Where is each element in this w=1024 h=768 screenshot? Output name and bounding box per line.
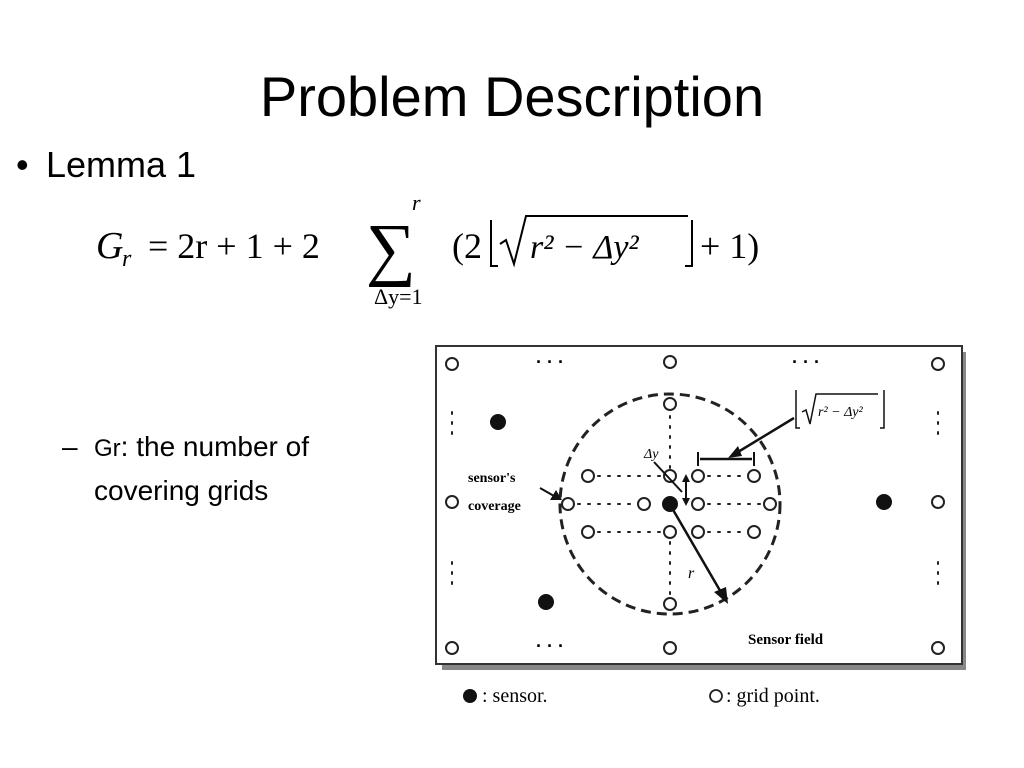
sum-symbol: ∑ [366, 211, 416, 288]
dots-bottom-left: · · · [536, 636, 564, 656]
term-close: + 1) [700, 226, 759, 266]
grid-point [663, 355, 677, 369]
grid-point [663, 469, 677, 483]
legend-grid-label: : grid point. [726, 685, 820, 707]
grid-point [931, 495, 945, 509]
grid-point [747, 469, 761, 483]
delta-y-arrow-up [682, 474, 690, 482]
lemma-label: Lemma 1 [46, 144, 197, 185]
grid-point [691, 497, 705, 511]
floor-left-bracket [490, 220, 498, 267]
lemma-bullet: • Lemma 1 [16, 142, 196, 188]
radicand: r² − Δy² [530, 229, 639, 266]
delta-y-label: Δy [643, 447, 659, 462]
grid-point [691, 469, 705, 483]
sum-upper-limit: r [412, 192, 421, 215]
dots-top-left: · · · [536, 352, 564, 372]
sensor [662, 496, 678, 512]
formula-lhs: G [96, 225, 123, 267]
grid-point [691, 525, 705, 539]
coverage-arrowhead [550, 490, 562, 500]
lemma-formula: G r = 2r + 1 + 2 r ∑ Δy=1 (2 r² − Δy² + … [96, 192, 759, 309]
grid-point [581, 469, 595, 483]
coverage-label-line2: coverage [468, 499, 521, 514]
grid-point [581, 525, 595, 539]
sensors [490, 414, 892, 610]
callout-floor-left [795, 390, 800, 429]
legend-sensor-icon [463, 689, 477, 703]
legend-sensor-label: : sensor. [482, 685, 548, 707]
sensor-field-label: Sensor field [748, 632, 824, 648]
grid-point [663, 525, 677, 539]
sensor [490, 414, 506, 430]
grid-point [445, 357, 459, 371]
callout-arrow [737, 416, 795, 454]
coverage-arrow [539, 487, 555, 497]
radius-label: r [688, 565, 695, 582]
grid-point [445, 641, 459, 655]
sensor [538, 594, 554, 610]
sensor-field-figure: r Δy r² − Δy² sensor's coverage · · · · … [435, 345, 966, 707]
grid-point [747, 525, 761, 539]
grid-point [763, 497, 777, 511]
grid-dotted-lines [451, 411, 939, 595]
sub-bullet-dash: – [62, 431, 78, 462]
gr-symbol: Gr [94, 435, 121, 462]
grid-points [445, 355, 945, 655]
radius-arrowhead [714, 587, 728, 604]
grid-point [445, 495, 459, 509]
legend-grid-icon [709, 689, 723, 703]
sum-lower-limit: Δy=1 [374, 284, 423, 309]
grid-point [663, 597, 677, 611]
sensor [876, 494, 892, 510]
grid-point [637, 497, 651, 511]
callout-arrowhead [728, 446, 742, 458]
coverage-circle [558, 392, 782, 616]
gr-definition: : the number of covering grids [94, 431, 310, 506]
page-title: Problem Description [259, 65, 765, 128]
callout-floor-right [880, 390, 885, 429]
delta-y-pointer [653, 461, 683, 493]
sqrt-sign [499, 215, 688, 268]
grid-point [561, 497, 575, 511]
term-open: (2 [452, 226, 482, 266]
sub-bullet-text: Gr: the number of covering grids [94, 426, 384, 512]
callout-radicand: r² − Δy² [818, 405, 864, 420]
grid-point [931, 641, 945, 655]
formula-lhs-subscript: r [122, 246, 132, 272]
bullet-marker: • [16, 144, 29, 185]
formula-rhs-start: = 2r + 1 + 2 [148, 226, 320, 266]
delta-y-arrow-down [682, 498, 690, 506]
grid-point [663, 641, 677, 655]
dots-top-right: · · · [792, 352, 820, 372]
grid-point [663, 397, 677, 411]
coverage-label-line1: sensor's [468, 471, 516, 486]
callout-sqrt [801, 393, 878, 425]
grid-point [931, 357, 945, 371]
radius-line [670, 507, 724, 595]
floor-right-bracket [685, 220, 693, 267]
